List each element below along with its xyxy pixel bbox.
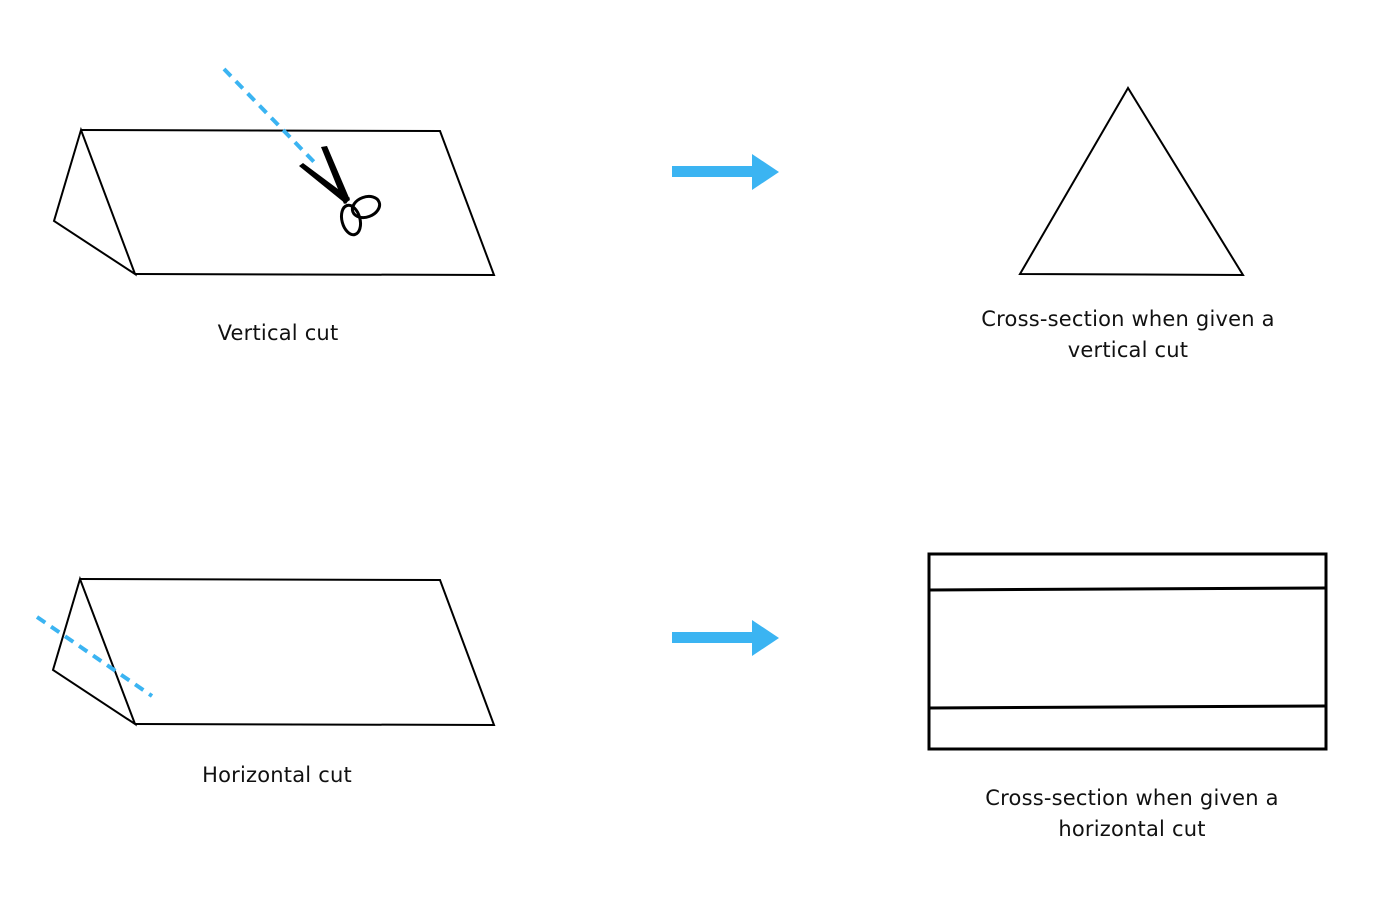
triangle-cross-section xyxy=(1018,86,1245,277)
horizontal-cross-section-label-line1: Cross-section when given a xyxy=(985,786,1279,810)
vertical-cross-section-label-line1: Cross-section when given a xyxy=(981,307,1275,331)
prism-front-face xyxy=(52,126,138,277)
vertical-cut-line xyxy=(222,67,318,166)
prism-horizontal-cut xyxy=(51,575,496,727)
rectangle-cross-section xyxy=(927,552,1328,751)
vertical-cut-label: Vertical cut xyxy=(217,321,339,345)
scissors-icon xyxy=(299,146,382,237)
vertical-cross-section-label-line2: vertical cut xyxy=(1067,338,1189,362)
prism-vertical-cut xyxy=(52,126,496,277)
vertical-cross-section-label: Cross-section when given a vertical cut xyxy=(948,304,1308,366)
horizontal-cut-label: Horizontal cut xyxy=(202,763,352,787)
prism-top-edge xyxy=(79,578,496,727)
arrow-right-icon xyxy=(672,620,779,656)
arrow-right-icon xyxy=(672,154,779,190)
horizontal-cross-section-label: Cross-section when given a horizontal cu… xyxy=(952,783,1312,845)
prism-front-face xyxy=(51,575,138,727)
horizontal-cut-line xyxy=(35,615,154,698)
prism-top-edge xyxy=(80,129,496,277)
horizontal-cross-section-label-line2: horizontal cut xyxy=(1058,817,1206,841)
